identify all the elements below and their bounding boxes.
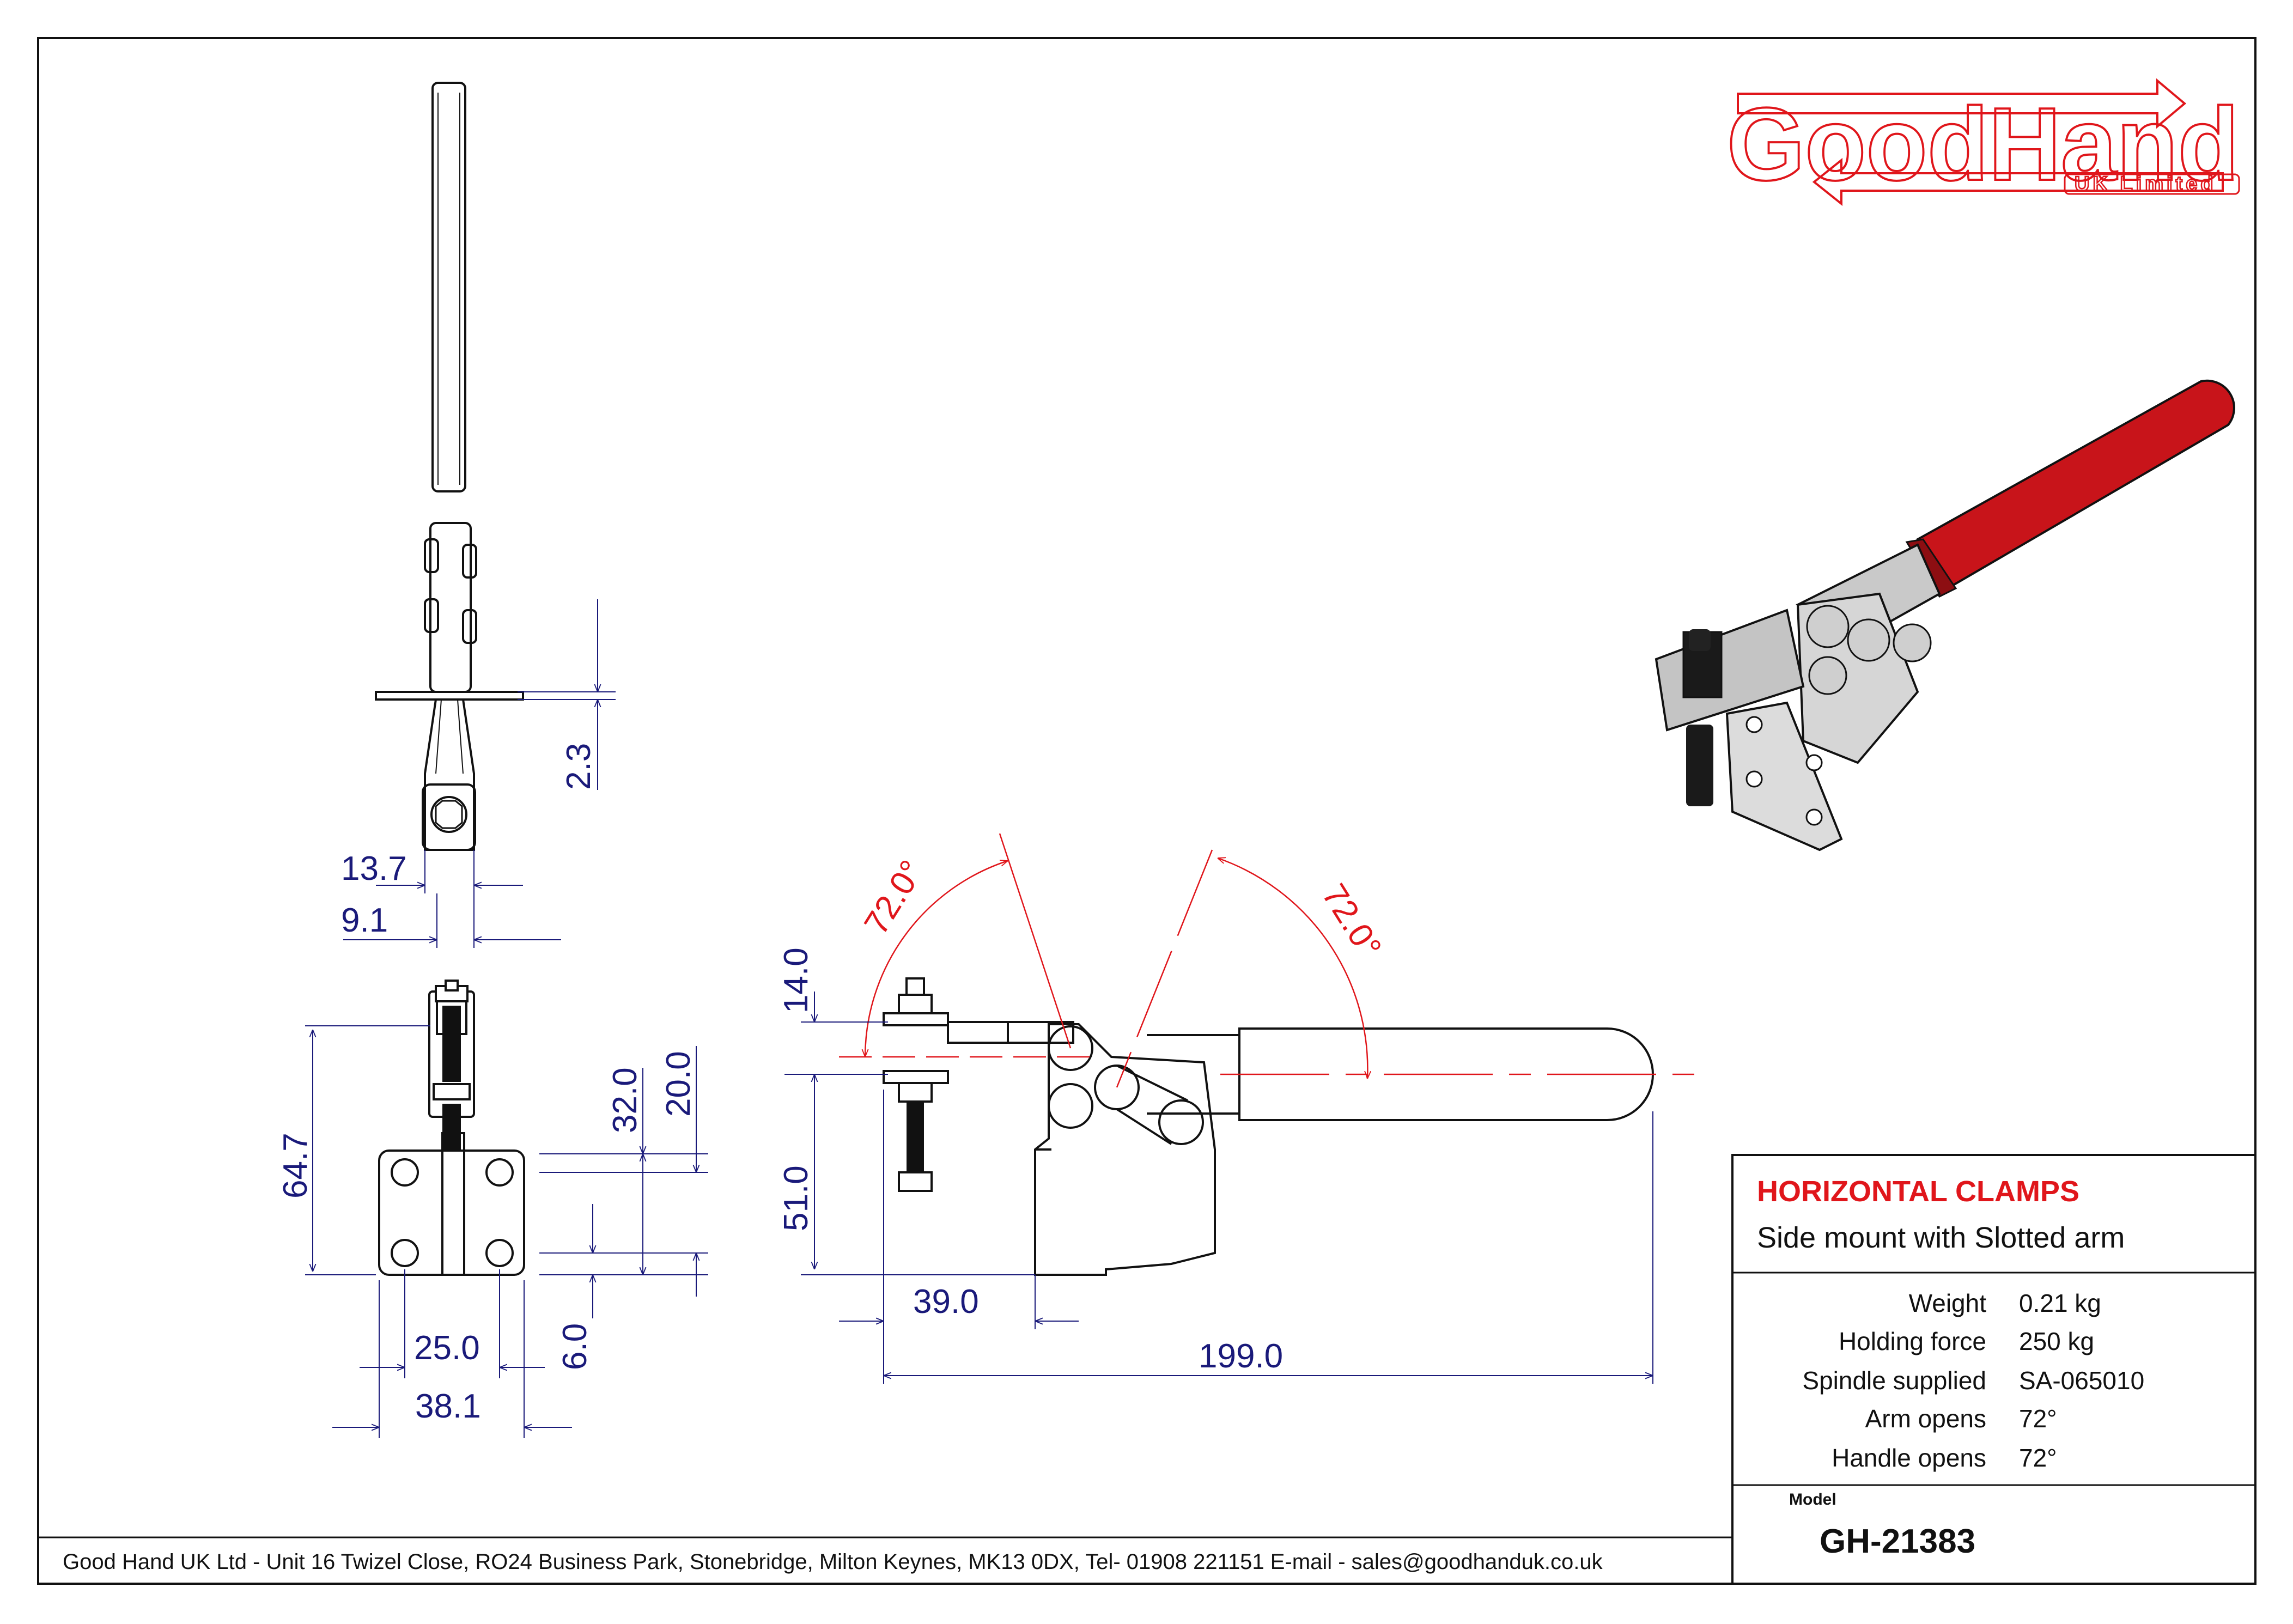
dim-9-1: 9.1 (341, 902, 388, 939)
dim-13-7: 13.7 (341, 850, 407, 887)
dim-6-0: 6.0 (556, 1323, 594, 1370)
dim-14-0: 14.0 (777, 947, 815, 1013)
dim-32-0: 32.0 (606, 1067, 644, 1133)
spec-arm-opens-label: Arm opens (1865, 1404, 1986, 1433)
spec-handle-opens-label: Handle opens (1832, 1444, 1986, 1472)
model-number: GH-21383 (1820, 1523, 1975, 1560)
logo-subtitle: UK Limited (2075, 173, 2217, 196)
clamp-category: HORIZONTAL CLAMPS (1757, 1175, 2079, 1208)
centre-lines (839, 833, 1700, 1088)
side-view-drawing (375, 82, 524, 851)
dim-51-0: 51.0 (777, 1165, 815, 1231)
angle-arcs (865, 858, 1367, 1079)
clamp-description: Side mount with Slotted arm (1757, 1221, 2125, 1254)
spec-weight-label: Weight (1909, 1289, 1987, 1317)
product-illustration (1655, 379, 2235, 851)
company-footer: Good Hand UK Ltd - Unit 16 Twizel Close,… (63, 1550, 1603, 1574)
spec-arm-opens-value: 72° (2019, 1404, 2057, 1433)
dim-20-0: 20.0 (660, 1051, 697, 1117)
spec-spindle-label: Spindle supplied (1802, 1366, 1986, 1395)
spec-holding-force-value: 250 kg (2019, 1327, 2094, 1355)
dim-2-3: 2.3 (560, 743, 598, 790)
model-label: Model (1789, 1491, 1836, 1509)
elevation-drawing (883, 977, 1654, 1276)
title-block: HORIZONTAL CLAMPS Side mount with Slotte… (1731, 1154, 2256, 1585)
dim-39-0: 39.0 (913, 1283, 979, 1321)
dim-199-0: 199.0 (1199, 1337, 1283, 1375)
front-view-drawing (378, 980, 525, 1276)
arm-angle-label: 72.0° (857, 854, 931, 941)
spec-handle-opens-value: 72° (2019, 1444, 2057, 1472)
spec-spindle-value: SA-065010 (2019, 1366, 2144, 1395)
side-view-dimensions (343, 599, 616, 948)
goodhand-logo: GoodHand UK Limited (1726, 78, 2240, 206)
sheet-border (37, 37, 2256, 1585)
spec-weight-value: 0.21 kg (2019, 1289, 2101, 1317)
front-view-dimensions (305, 1025, 708, 1438)
dim-64-7: 64.7 (277, 1133, 314, 1199)
handle-angle-label: 72.0° (1315, 878, 1389, 965)
dim-38-1: 38.1 (415, 1388, 481, 1425)
dim-25-0: 25.0 (414, 1329, 480, 1367)
spec-holding-force-label: Holding force (1839, 1327, 1986, 1355)
logo-wordmark: GoodHand (1727, 87, 2239, 202)
elevation-dimensions (784, 992, 1653, 1384)
